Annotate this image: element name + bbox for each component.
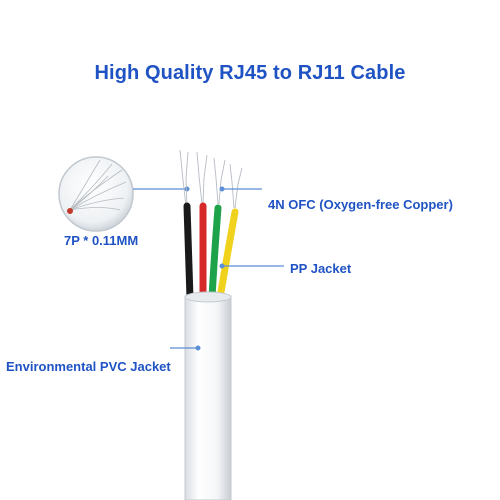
wire-black bbox=[183, 202, 194, 302]
pp-leader-dot bbox=[219, 263, 225, 269]
strand-spec-label: 7P * 0.11MM bbox=[64, 233, 139, 248]
diagram-title: High Quality RJ45 to RJ11 Cable bbox=[94, 62, 406, 84]
conductor-label: 4N OFC (Oxygen-free Copper) bbox=[268, 197, 453, 212]
strand-leader-dot bbox=[184, 186, 190, 192]
wire-yellow bbox=[216, 208, 239, 302]
pvc-leader-dot bbox=[195, 345, 201, 351]
pp-jacket-label: PP Jacket bbox=[290, 261, 352, 276]
pvc-jacket bbox=[184, 291, 232, 500]
conductor-leader-dot bbox=[219, 186, 225, 192]
copper-strands bbox=[179, 149, 243, 209]
strand-magnifier-icon bbox=[58, 156, 134, 232]
pvc-jacket-label: Environmental PVC Jacket bbox=[6, 359, 171, 374]
wire-green bbox=[208, 204, 222, 302]
